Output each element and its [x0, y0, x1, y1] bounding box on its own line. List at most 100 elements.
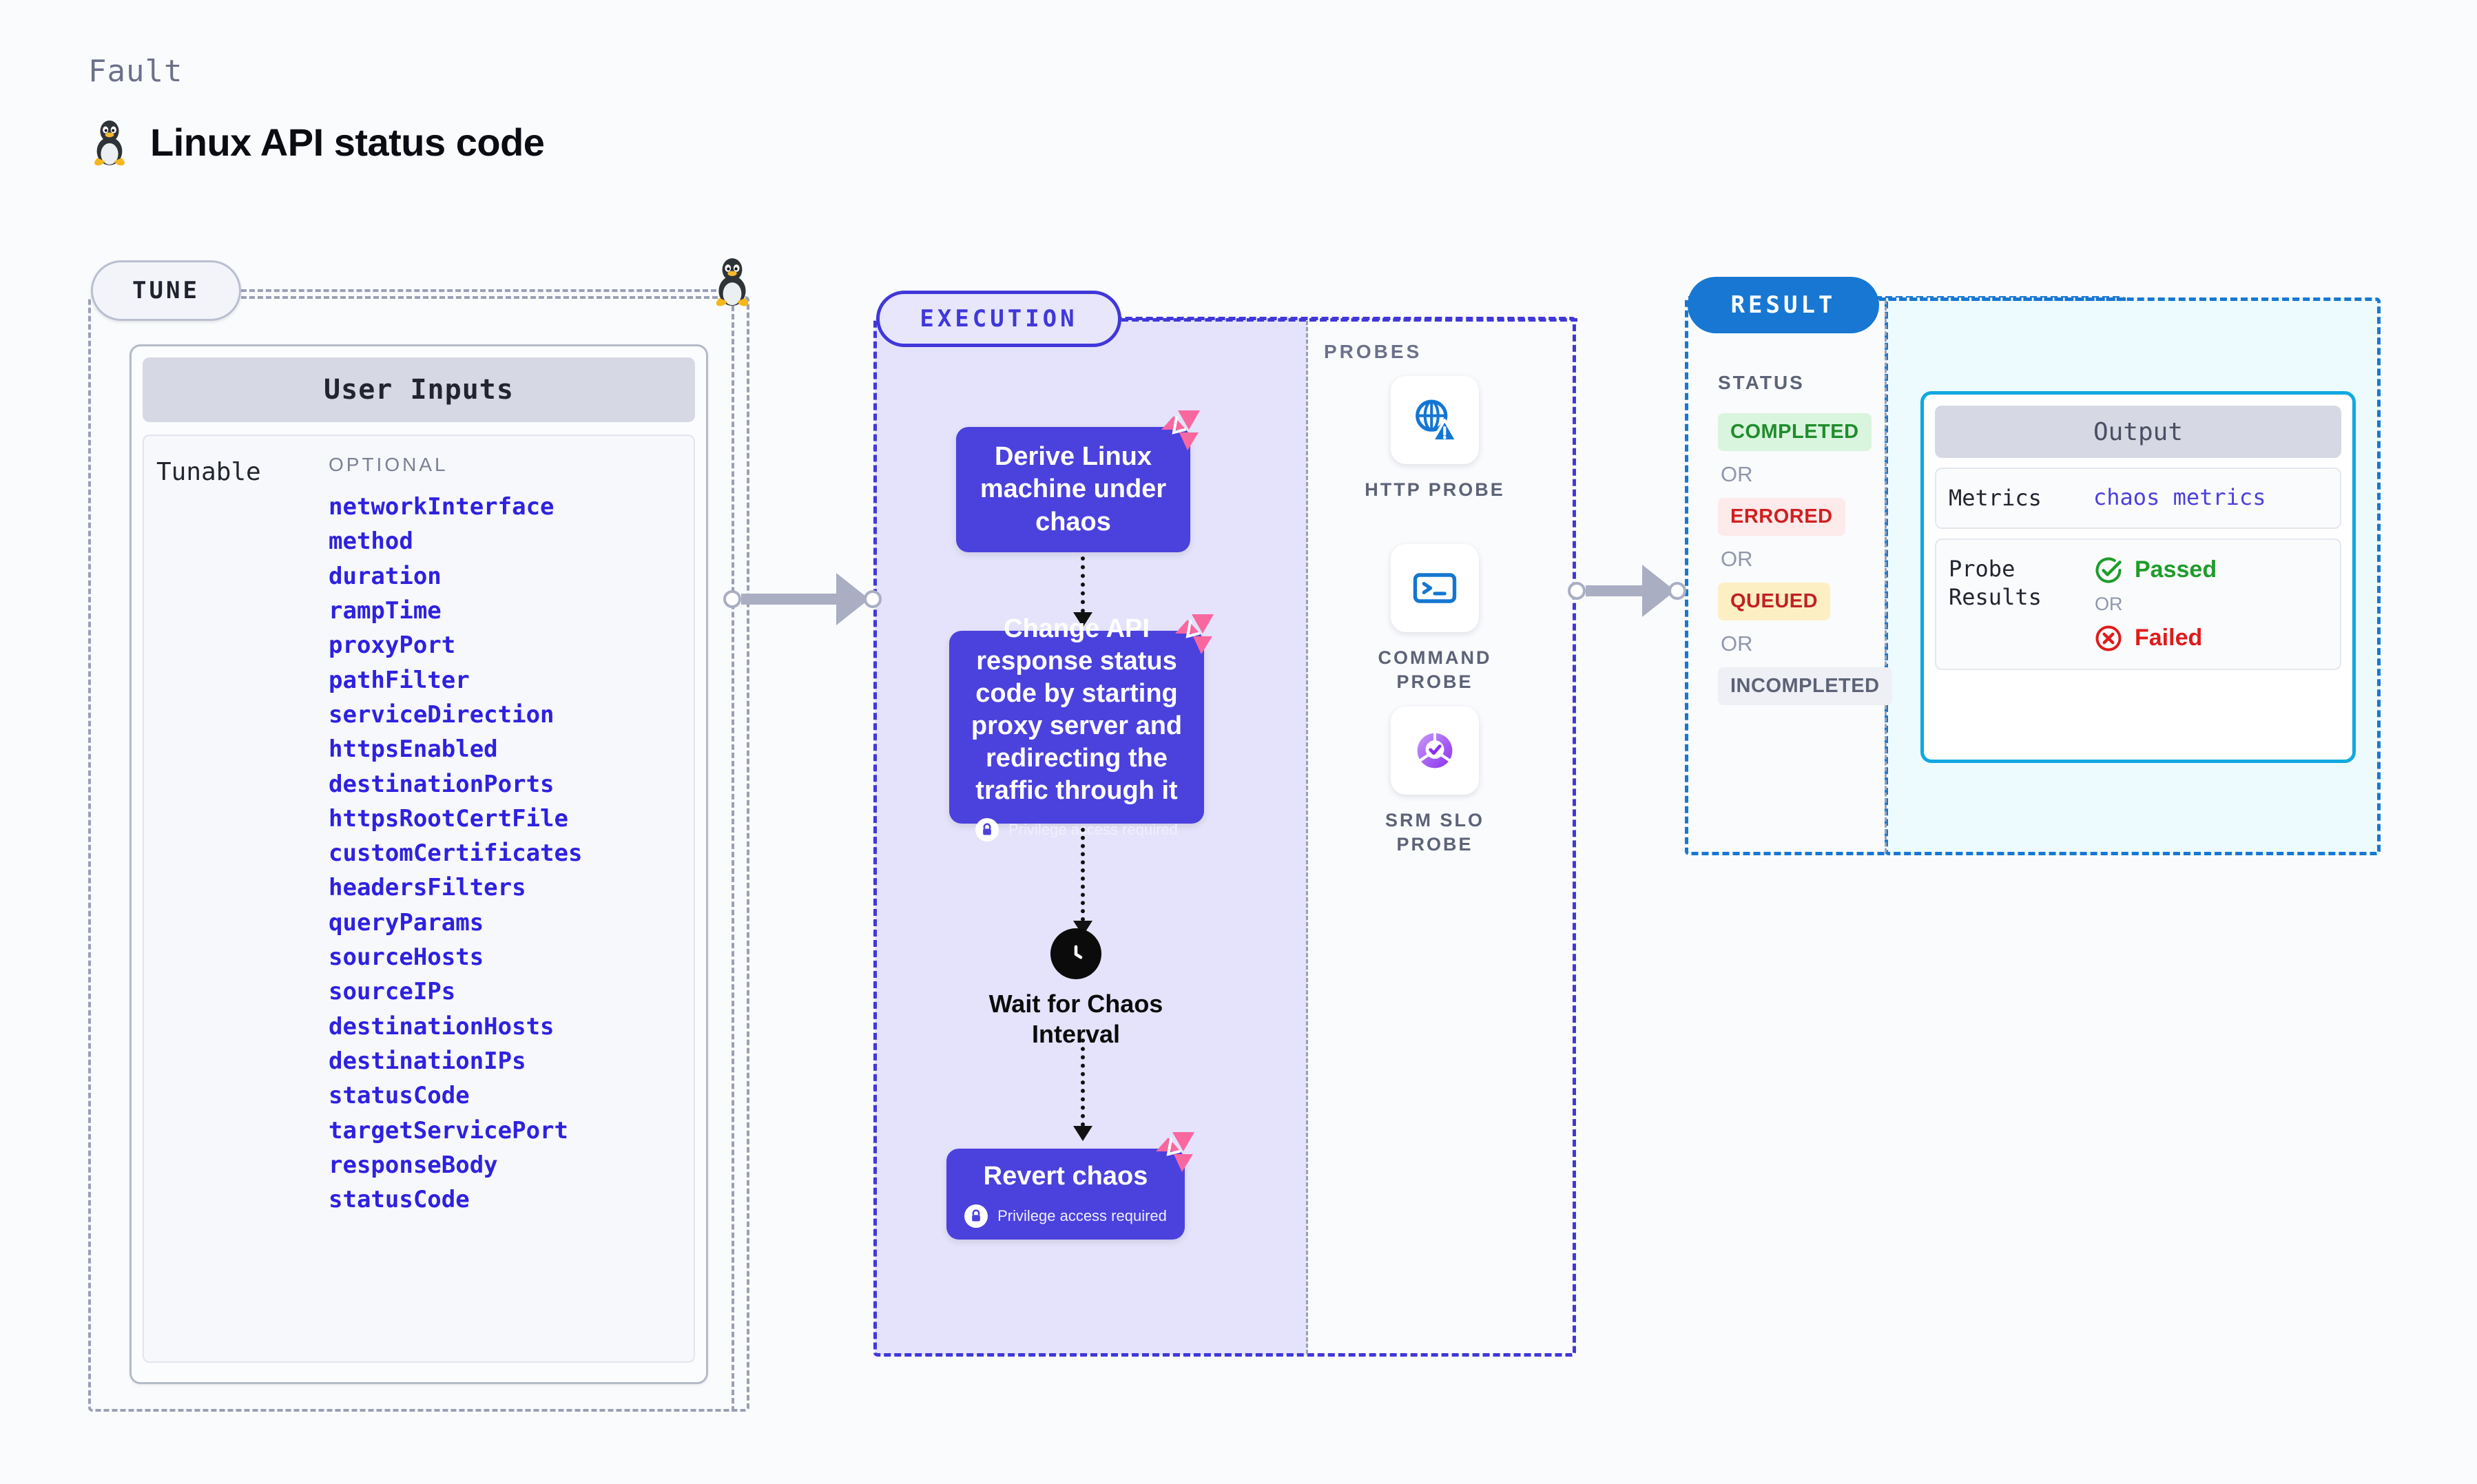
tunable-input-item[interactable]: customCertificates: [329, 839, 583, 868]
status-badge: QUEUED: [1718, 583, 1831, 620]
tune-zone: [88, 296, 749, 1412]
chaos-fault-icon: [1175, 614, 1214, 654]
connector-tune-to-execution: [723, 573, 882, 625]
tunable-input-item[interactable]: headersFilters: [329, 874, 526, 902]
metrics-key: Metrics: [1949, 485, 2042, 511]
tunable-input-item[interactable]: destinationPorts: [329, 770, 555, 798]
tunable-input-item[interactable]: proxyPort: [329, 631, 456, 660]
tunable-input-item[interactable]: responseBody: [329, 1151, 498, 1179]
tunable-input-item[interactable]: rampTime: [329, 596, 442, 625]
result-top-dash: [1879, 297, 2126, 301]
tunable-input-item[interactable]: destinationIPs: [329, 1047, 526, 1075]
connector-start-dot: [723, 590, 741, 608]
fault-kicker: Fault: [88, 54, 183, 89]
tunable-input-item[interactable]: sourceIPs: [329, 978, 456, 1006]
linux-penguin-icon: [94, 121, 125, 166]
probe-http[interactable]: HTTP PROBE: [1345, 376, 1524, 502]
privilege-row: Privilege access required: [975, 818, 1178, 842]
user-inputs-title: User Inputs: [143, 357, 695, 422]
user-inputs-card: User Inputs Tunable OPTIONAL networkInte…: [129, 344, 708, 1384]
probe-label: HTTP PROBE: [1365, 479, 1505, 500]
probe-results-key: Probe Results: [1949, 555, 2042, 610]
step-title: Derive Linux machine under chaos: [980, 442, 1167, 536]
privilege-label: Privilege access required: [997, 1206, 1167, 1224]
output-title: Output: [1935, 406, 2341, 458]
output-card: Output Metrics chaos metrics Probe Resul…: [1920, 391, 2356, 763]
chaos-fault-icon: [1161, 410, 1200, 450]
tunable-input-item[interactable]: httpsEnabled: [329, 735, 498, 764]
execution-badge[interactable]: EXECUTION: [876, 291, 1121, 347]
status-badge: COMPLETED: [1718, 413, 1872, 451]
execution-step-revert[interactable]: Revert chaos Privilege access required: [946, 1132, 1194, 1240]
tunable-inputs-list: OPTIONAL networkInterface method duration r…: [329, 454, 680, 1348]
wait-label: Wait for Chaos Interval: [988, 990, 1163, 1048]
globe-warning-icon: [1391, 376, 1479, 464]
tunable-input-item[interactable]: duration: [329, 562, 442, 590]
failed-label: Failed: [2135, 625, 2203, 651]
tunable-input-item[interactable]: statusCode: [329, 1186, 470, 1214]
probe-srm-slo[interactable]: SRM SLO PROBE: [1345, 707, 1524, 857]
tunable-input-item[interactable]: sourceHosts: [329, 943, 484, 972]
step-title: Revert chaos: [983, 1162, 1148, 1191]
tunable-input-item[interactable]: statusCode: [329, 1082, 470, 1110]
wait-for-chaos-interval: Wait for Chaos Interval: [952, 928, 1200, 1049]
tune-top-dash: [241, 289, 716, 292]
flow-arrow-line: [1081, 1038, 1085, 1127]
connector-bar: [1586, 585, 1644, 596]
tunable-input-item[interactable]: serviceDirection: [329, 700, 555, 729]
terminal-icon: [1391, 544, 1479, 632]
execution-step-change-status[interactable]: Change API response status code by start…: [949, 614, 1214, 842]
execution-top-dash: [1121, 318, 1577, 322]
connector-execution-to-result: [1568, 565, 1686, 617]
x-circle-icon: [2095, 625, 2122, 651]
tunable-input-item[interactable]: httpsRootCertFile: [329, 804, 568, 833]
step-title: Change API response status code by start…: [971, 614, 1183, 806]
page-title: Linux API status code: [88, 116, 545, 168]
check-circle-icon: [2095, 557, 2122, 583]
status-or-separator: OR: [1721, 547, 1753, 571]
flow-arrow-head: [1073, 612, 1092, 627]
chaos-fault-icon: [1156, 1132, 1194, 1172]
tunable-input-item[interactable]: method: [329, 527, 413, 556]
tune-badge[interactable]: TUNE: [91, 260, 241, 321]
connector-start-dot: [1568, 582, 1586, 600]
result-badge[interactable]: RESULT: [1688, 277, 1879, 333]
execution-step-derive[interactable]: Derive Linux machine under chaos: [956, 410, 1200, 552]
connector-end-dot: [1668, 582, 1686, 600]
tunable-input-item[interactable]: queryParams: [329, 908, 484, 937]
output-probe-results-row: Probe Results Passed OR Failed: [1935, 538, 2341, 670]
status-or-separator: OR: [1721, 631, 1753, 656]
privilege-label: Privilege access required: [1008, 821, 1178, 839]
flow-arrow-line: [1081, 556, 1085, 613]
optional-label: OPTIONAL: [329, 454, 448, 475]
metrics-value[interactable]: chaos metrics: [2093, 484, 2266, 510]
probe-result-passed: Passed: [2093, 555, 2217, 585]
result-inner-divider: [1885, 300, 1887, 853]
execution-probes-divider: [1306, 321, 1308, 1354]
flow-arrow-head: [1073, 1126, 1092, 1141]
connector-bar: [741, 594, 838, 605]
flow-arrow-1: [1073, 556, 1092, 627]
flow-arrow-2: [1073, 828, 1092, 936]
slo-donut-check-icon: [1391, 707, 1479, 795]
probe-results-or: OR: [2095, 593, 2123, 614]
tunable-input-item[interactable]: pathFilter: [329, 666, 470, 694]
tunable-input-item[interactable]: destinationHosts: [329, 1012, 555, 1041]
tunable-input-item[interactable]: targetServicePort: [329, 1116, 568, 1145]
lock-icon: [975, 818, 999, 842]
lock-icon: [964, 1204, 988, 1228]
status-title: STATUS: [1718, 372, 1805, 393]
probe-label: SRM SLO PROBE: [1385, 810, 1484, 855]
tunable-input-item[interactable]: networkInterface: [329, 493, 555, 521]
output-metrics-row: Metrics chaos metrics: [1935, 468, 2341, 529]
status-badge: INCOMPLETED: [1718, 667, 1892, 705]
status-badge: ERRORED: [1718, 498, 1845, 536]
probe-command[interactable]: COMMAND PROBE: [1345, 544, 1524, 694]
flow-arrow-line: [1081, 828, 1085, 921]
probes-title: PROBES: [1324, 341, 1422, 362]
probe-result-failed: Failed: [2093, 623, 2217, 654]
probe-label: COMMAND PROBE: [1378, 647, 1492, 693]
